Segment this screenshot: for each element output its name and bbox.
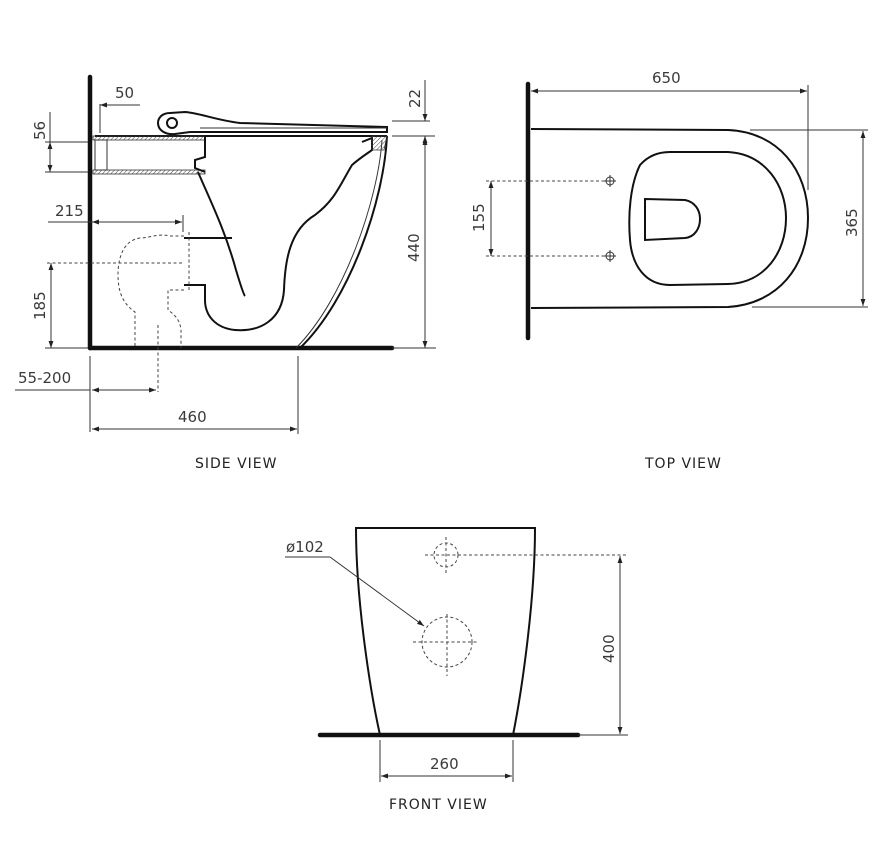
trap-front-wall xyxy=(197,171,246,297)
svg-text:365: 365 xyxy=(843,208,861,237)
bowl-trap xyxy=(184,136,373,332)
dim-diameter: ø102 xyxy=(285,538,425,627)
svg-text:56: 56 xyxy=(31,121,49,140)
dim-22: 22 xyxy=(392,80,435,146)
top-view: 155 650 365 TOP VIEW xyxy=(470,69,868,472)
dim-56: 56 xyxy=(31,112,88,173)
fixing-points xyxy=(486,175,616,262)
svg-text:55-200: 55-200 xyxy=(18,369,71,387)
outer-shell xyxy=(299,135,388,349)
flush-hole xyxy=(644,197,702,242)
dim-50: 50 xyxy=(99,84,140,133)
outlet-hole-dashed xyxy=(413,614,478,676)
dim-460: 460 xyxy=(92,356,299,434)
seat-opening xyxy=(628,151,788,287)
svg-text:460: 460 xyxy=(178,408,207,426)
dim-55-200: 55-200 xyxy=(15,356,156,432)
inlet-hole-dashed xyxy=(425,537,628,574)
inlet-chamber xyxy=(92,135,206,175)
svg-text:50: 50 xyxy=(115,84,134,102)
top-view-label: TOP VIEW xyxy=(644,456,722,472)
side-view-label: SIDE VIEW xyxy=(195,456,278,472)
dim-440: 440 xyxy=(392,138,436,349)
svg-text:215: 215 xyxy=(55,202,84,220)
dim-215: 215 xyxy=(48,202,184,232)
front-view: ø102 400 260 FRONT VIEW xyxy=(285,527,628,813)
front-view-label: FRONT VIEW xyxy=(389,797,488,813)
svg-text:22: 22 xyxy=(406,89,424,108)
svg-text:155: 155 xyxy=(470,203,488,232)
svg-text:400: 400 xyxy=(600,634,618,663)
svg-text:440: 440 xyxy=(405,233,423,262)
front-body-outline xyxy=(354,527,537,736)
svg-text:650: 650 xyxy=(652,69,681,87)
dim-650: 650 xyxy=(531,69,809,190)
svg-text:ø102: ø102 xyxy=(286,538,324,556)
dim-365: 365 xyxy=(750,129,868,308)
dim-400: 400 xyxy=(578,556,628,736)
dim-260: 260 xyxy=(379,740,514,782)
outlet-pipe-dashed xyxy=(117,232,190,392)
dim-155: 155 xyxy=(470,181,494,256)
svg-text:260: 260 xyxy=(430,755,459,773)
side-view: 50 22 440 56 215 xyxy=(15,74,436,472)
svg-text:185: 185 xyxy=(31,291,49,320)
bowl-outline xyxy=(530,128,810,309)
seat-lid xyxy=(156,110,388,136)
dim-185: 185 xyxy=(31,262,184,349)
